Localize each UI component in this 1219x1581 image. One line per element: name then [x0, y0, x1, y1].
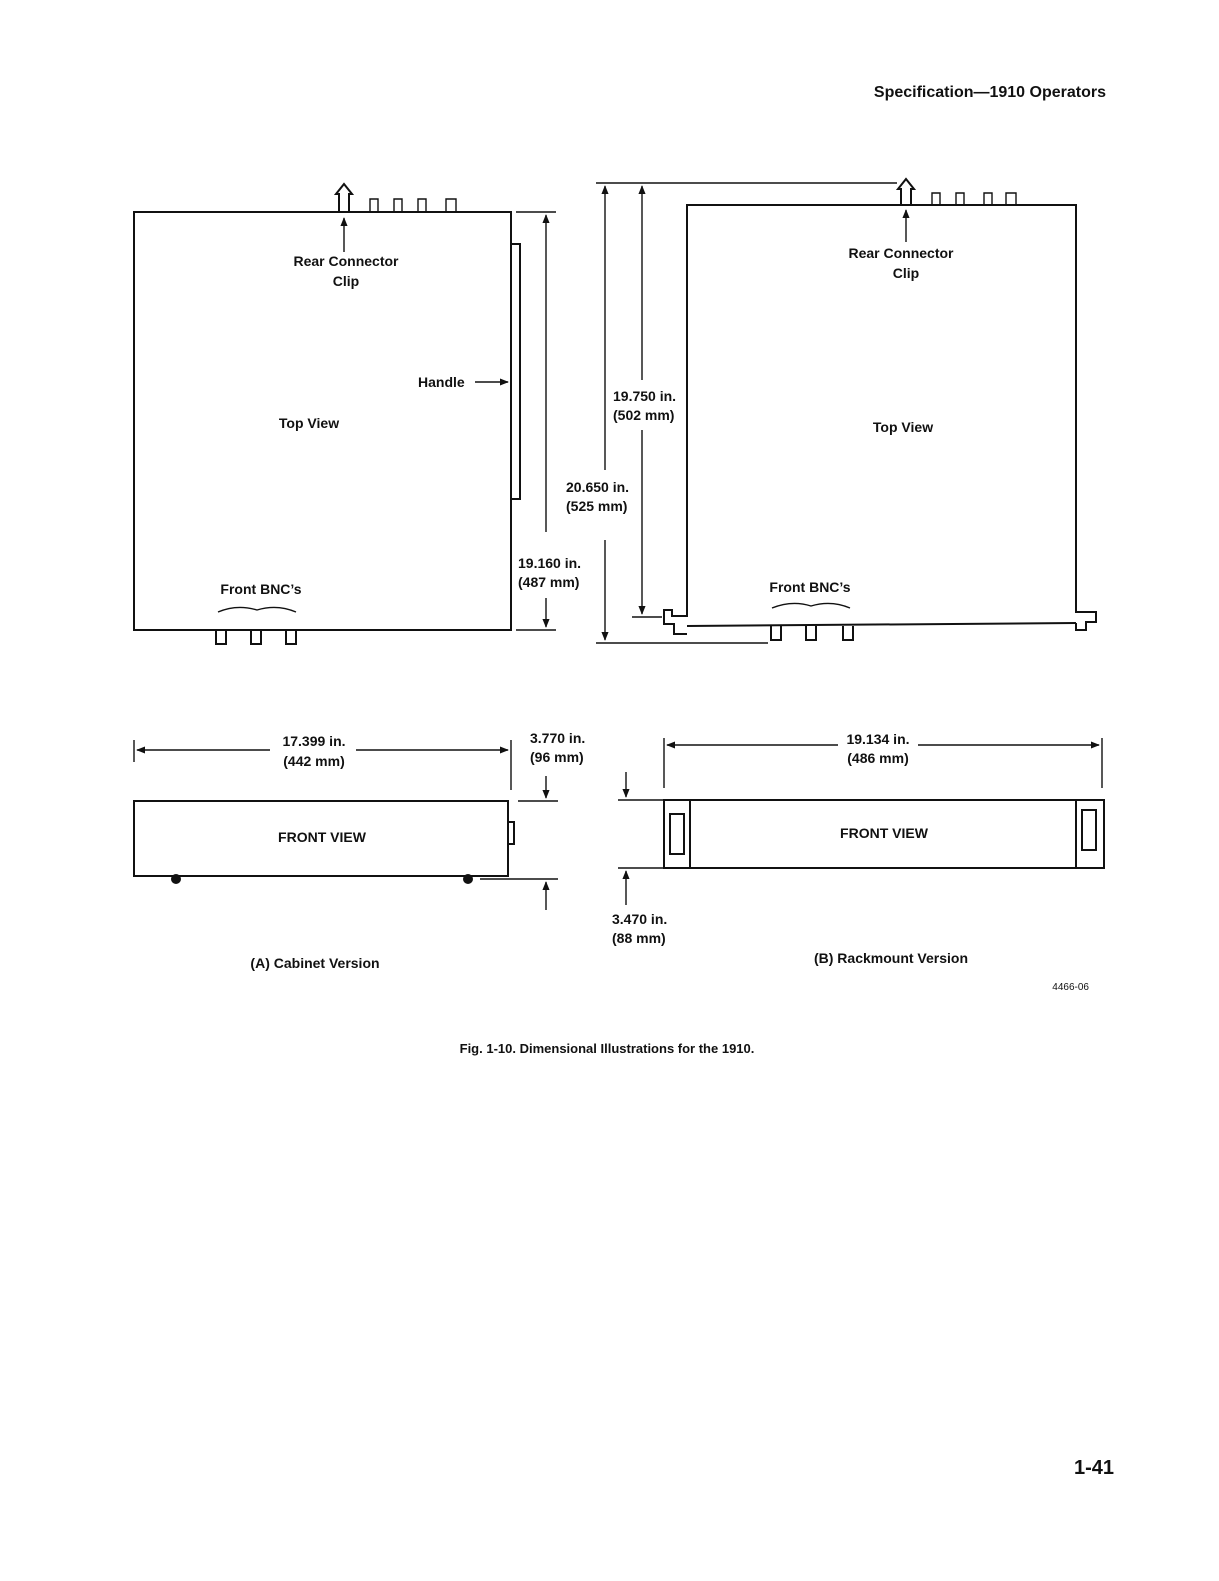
left-rack-ear-icon [663, 590, 688, 635]
rackmount-front-outline [663, 799, 1105, 869]
figure-code: 4466-06 [1052, 982, 1089, 993]
overall-depth-in: 20.650 in. [566, 479, 629, 495]
cabinet-front-bncs-label: Front BNC’s [220, 581, 301, 597]
left-rack-slot-icon [669, 813, 685, 855]
cabinet-front-view: 17.399 in. (442 mm) FRONT VIEW 3.770 in.… [133, 730, 585, 910]
cabinet-width-mm: (442 mm) [283, 753, 344, 769]
rear-connector-clip-icon [895, 177, 917, 206]
cabinet-top-view: Rear Connector Clip Handle Top View Fron… [133, 182, 581, 645]
rackmount-front-view-label: FRONT VIEW [840, 825, 929, 841]
cabinet-handle-end [507, 821, 515, 845]
bnc-brace [771, 602, 851, 609]
rackmount-top-outline [686, 204, 1077, 594]
figure-caption: Fig. 1-10. Dimensional Illustrations for… [460, 1041, 755, 1056]
rear-connector-clip-label: Clip [333, 273, 359, 289]
handle-label: Handle [418, 374, 465, 390]
rackmount-depth-mm: (502 mm) [613, 407, 674, 423]
rackmount-height-mm: (88 mm) [612, 930, 666, 946]
cabinet-front-view-label: FRONT VIEW [278, 829, 367, 845]
overall-depth-dimension: 20.650 in. (525 mm) [566, 182, 897, 644]
cabinet-foot-icon [171, 874, 181, 884]
page-number: 1-41 [1074, 1457, 1114, 1479]
running-title: Specification—1910 Operators [874, 84, 1106, 101]
right-rack-ear-icon [1075, 586, 1097, 631]
rackmount-top-view: Rear Connector Clip Top View Front BNC’s… [613, 177, 1097, 641]
rackmount-width-mm: (486 mm) [847, 750, 908, 766]
cabinet-caption: (A) Cabinet Version [250, 955, 379, 971]
rear-connector-clip-icon [333, 182, 355, 213]
rackmount-top-view-label: Top View [873, 419, 933, 435]
rear-connectors [369, 198, 457, 212]
handle-icon [510, 243, 521, 500]
front-bnc-connectors-icon [215, 630, 297, 645]
cabinet-width-in: 17.399 in. [282, 733, 345, 749]
rear-connectors [931, 192, 1017, 205]
cabinet-height-mm: (96 mm) [530, 749, 584, 765]
cabinet-depth-mm: (487 mm) [518, 574, 579, 590]
front-bnc-connectors-icon [770, 626, 854, 641]
cabinet-depth-in: 19.160 in. [518, 555, 581, 571]
bnc-brace [217, 606, 297, 613]
rackmount-caption: (B) Rackmount Version [814, 950, 968, 966]
right-rack-slot-icon [1081, 809, 1097, 851]
cabinet-top-view-label: Top View [279, 415, 339, 431]
rear-connector-label: Rear Connector [848, 245, 954, 261]
cabinet-height-in: 3.770 in. [530, 730, 585, 746]
rear-connector-label: Rear Connector [293, 253, 399, 269]
overall-depth-mm: (525 mm) [566, 498, 627, 514]
rackmount-depth-in: 19.750 in. [613, 388, 676, 404]
rear-connector-clip-label: Clip [893, 265, 919, 281]
rackmount-width-in: 19.134 in. [846, 731, 909, 747]
cabinet-foot-icon [463, 874, 473, 884]
rackmount-front-view: 19.134 in. (486 mm) FRONT VIEW 3.470 in.… [612, 731, 1105, 946]
rackmount-height-in: 3.470 in. [612, 911, 667, 927]
rackmount-front-edge [686, 622, 1077, 627]
rackmount-front-bncs-label: Front BNC’s [769, 579, 850, 595]
